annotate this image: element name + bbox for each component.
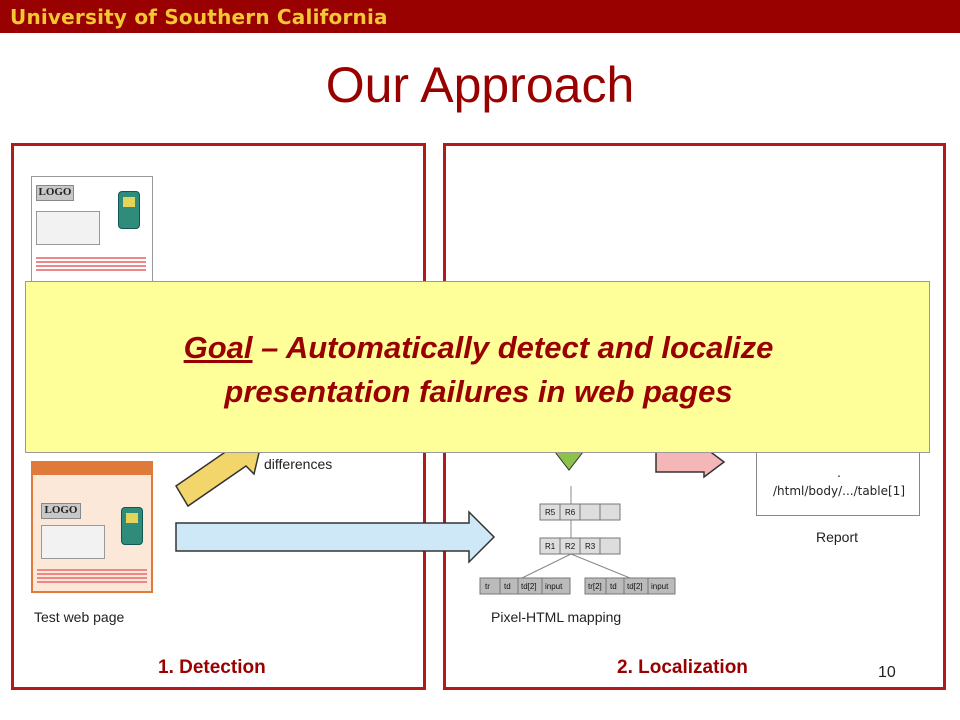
report-dot: . (837, 466, 841, 480)
tree-cell: td[2] (521, 582, 537, 591)
university-banner: University of Southern California (0, 0, 960, 33)
thumbnail-login-form (36, 211, 100, 245)
tree-cell: td (610, 582, 617, 591)
pixel-html-mapping-caption: Pixel-HTML mapping (491, 609, 622, 625)
report-xpath: /html/body/.../table[1] (772, 484, 906, 498)
goal-line1: – Automatically detect and localize (252, 330, 774, 365)
phone-ad-icon (118, 191, 140, 229)
tree-cell: R6 (565, 508, 576, 517)
thumbnail-text-lines (36, 255, 146, 273)
tree-cell: tr[2] (588, 582, 602, 591)
test-phone-ad-icon (121, 507, 143, 545)
tree-cell: tr (485, 582, 490, 591)
test-web-page-caption: Test web page (34, 609, 125, 625)
green-arrow-tip (553, 451, 585, 471)
differences-caption: differences (264, 456, 333, 472)
test-thumbnail-text-lines (37, 567, 147, 585)
university-name: University of Southern California (10, 5, 388, 29)
detection-label: 1. Detection (158, 657, 266, 678)
test-page-thumbnail: LOGO (31, 461, 153, 593)
report-box: . /html/body/.../table[1] (756, 450, 920, 516)
tree-edge (521, 553, 572, 579)
tree-cell: R2 (565, 542, 576, 551)
thumbnail-logo: LOGO (36, 185, 74, 201)
tree-node (479, 577, 571, 595)
slide-title: Our Approach (325, 57, 635, 113)
page-number: 10 (878, 664, 896, 681)
tree-cell: input (651, 582, 669, 591)
blue-arrow (175, 510, 496, 564)
browser-titlebar (33, 463, 151, 475)
tree-edge (570, 553, 631, 579)
goal-callout: Goal – Automatically detect and localize… (25, 281, 930, 453)
tree-cell: R3 (585, 542, 596, 551)
tree-cell: R1 (545, 542, 556, 551)
goal-line2: presentation failures in web pages (224, 374, 733, 409)
goal-word: Goal (183, 330, 253, 365)
report-caption: Report (816, 529, 859, 545)
tree-cell: input (545, 582, 563, 591)
test-thumbnail-login-form (41, 525, 105, 559)
test-thumbnail-logo: LOGO (41, 503, 81, 519)
tree-cell: R5 (545, 508, 556, 517)
localization-label: 2. Localization (617, 657, 748, 678)
tree-node (584, 577, 676, 595)
reference-page-thumbnail: LOGO (31, 176, 153, 286)
tree-cell: td (504, 582, 511, 591)
goal-text: Goal – Automatically detect and localize… (26, 326, 931, 414)
tree-cell: td[2] (627, 582, 643, 591)
